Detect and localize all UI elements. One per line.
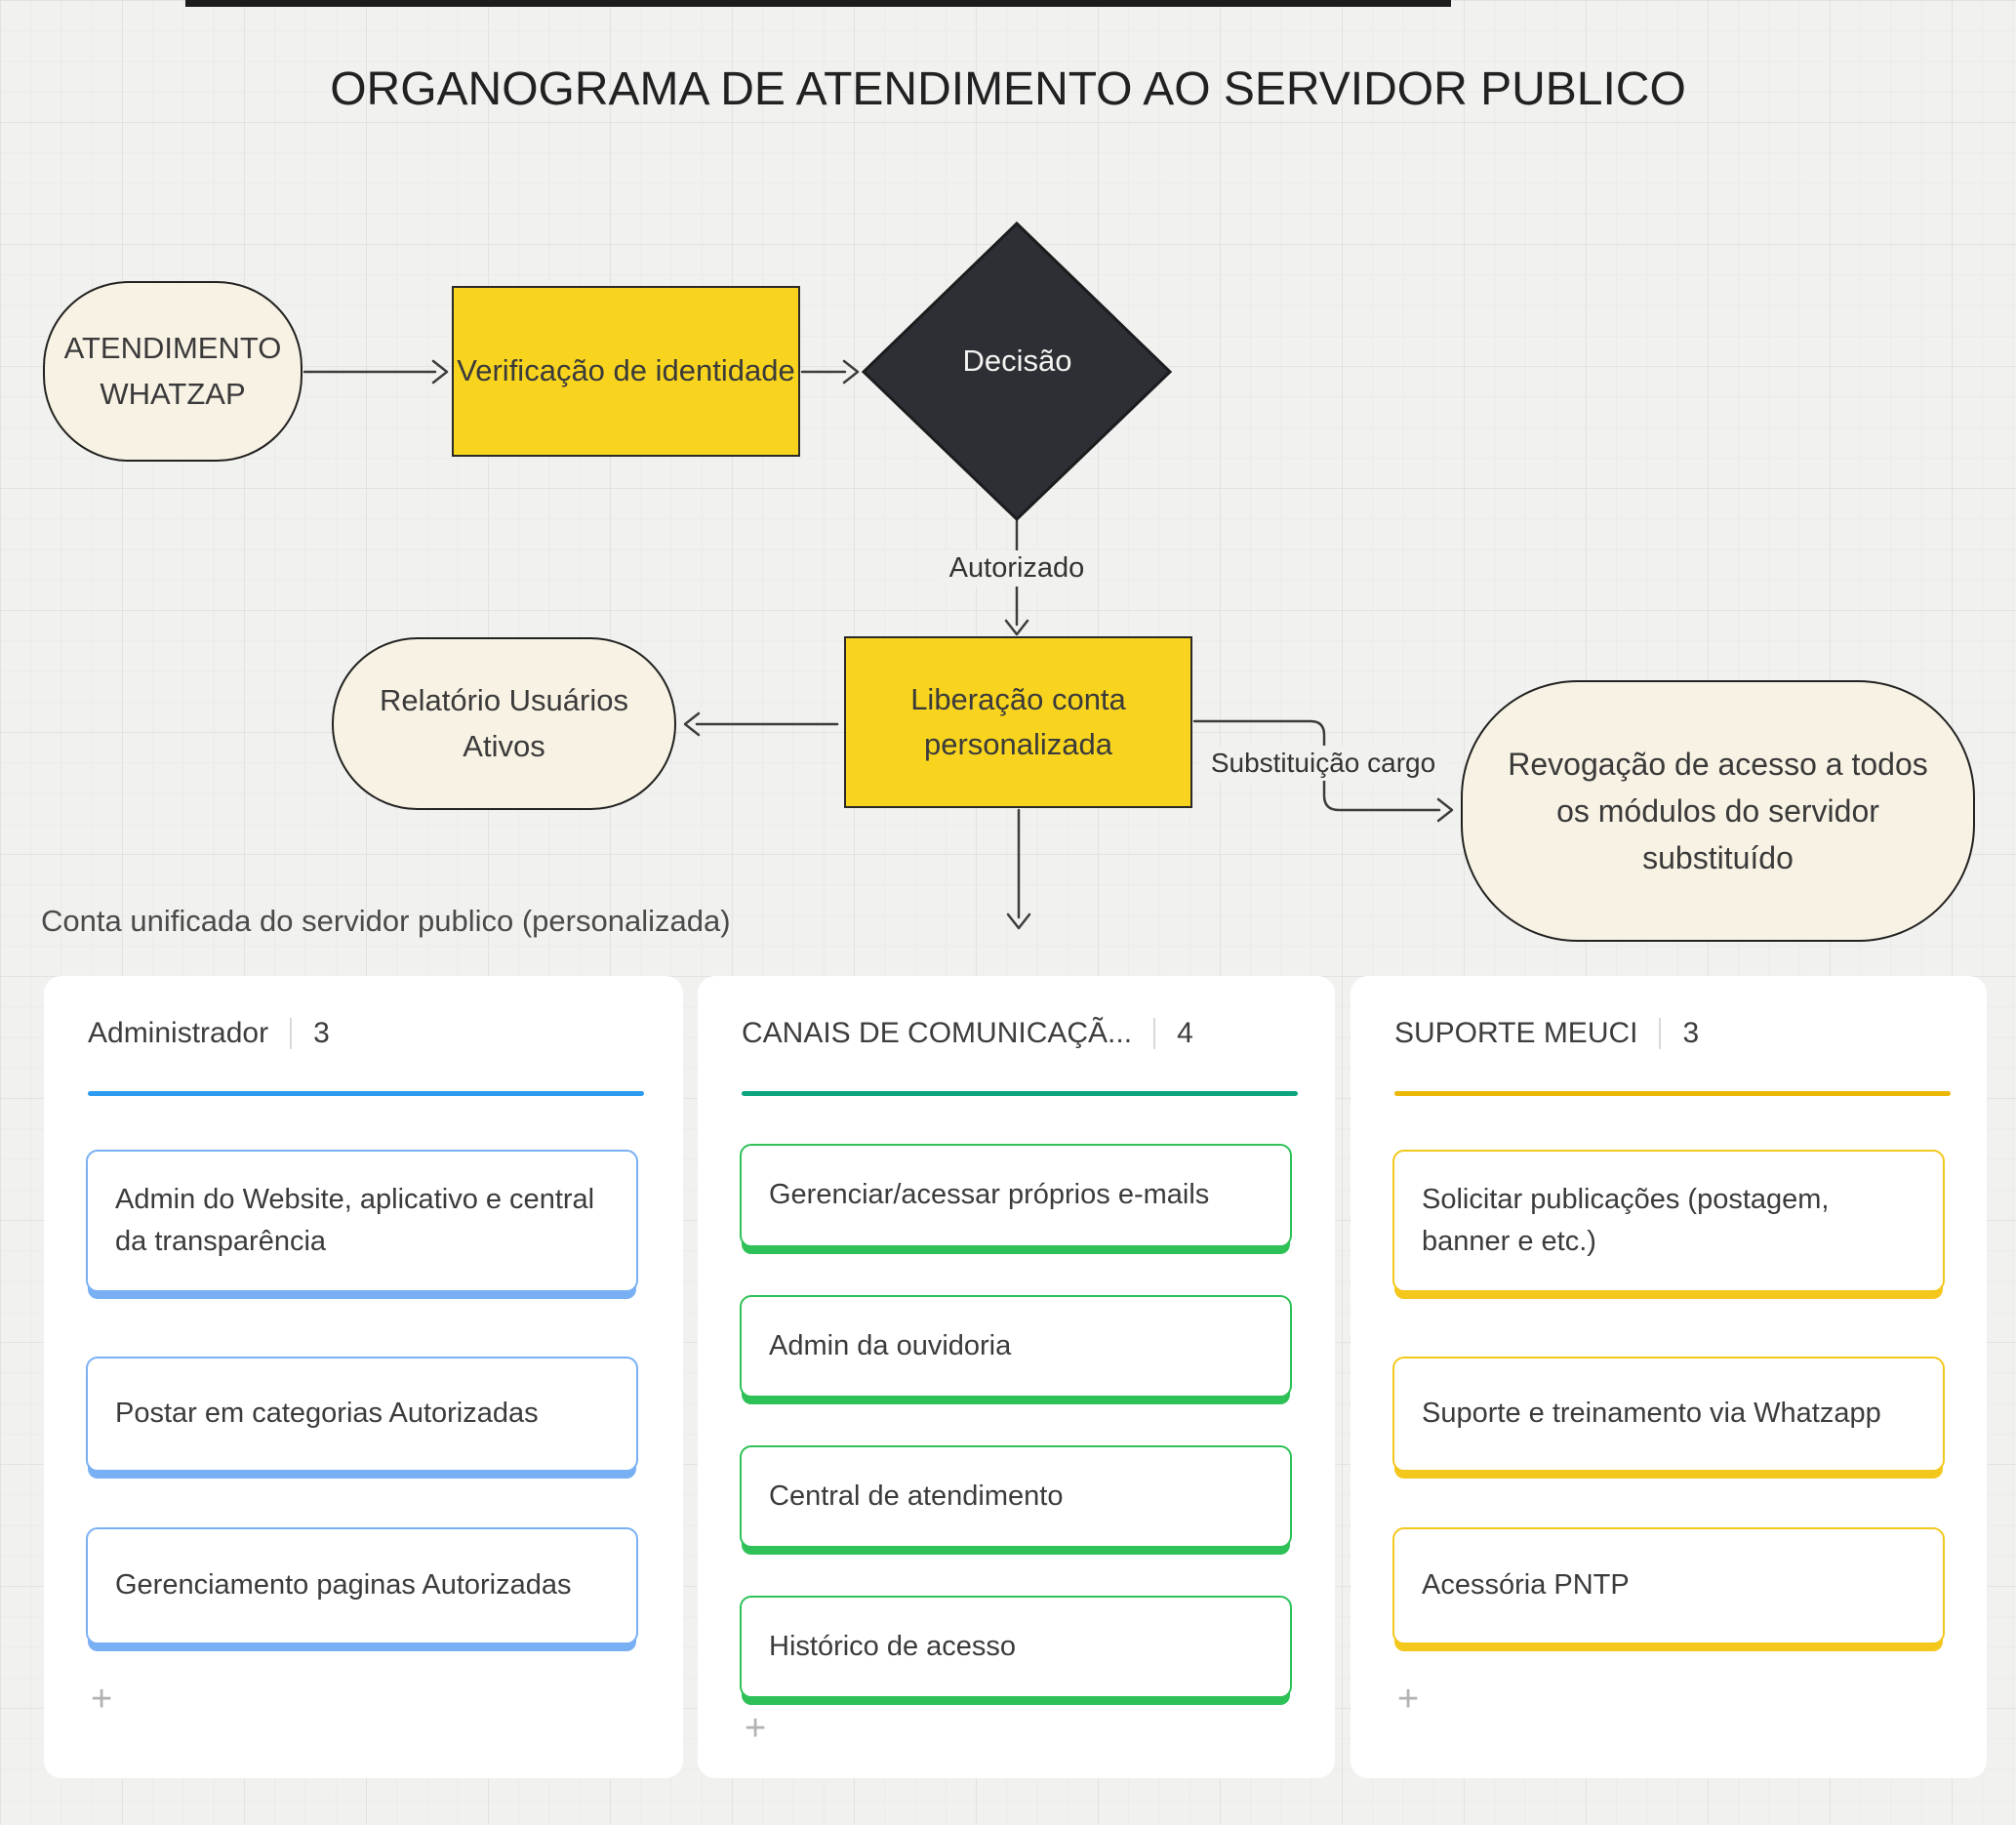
edge-label-substituicao-cargo: Substituição cargo (1200, 746, 1446, 781)
node-revogacao-acesso[interactable]: Revogação de acesso a todos os módulos d… (1461, 680, 1975, 942)
add-card-button[interactable]: + (745, 1708, 767, 1749)
kanban-card[interactable]: Solicitar publicações (postagem, banner … (1392, 1150, 1945, 1292)
arrowhead-right-icon (1436, 797, 1454, 823)
card-label: Gerenciamento paginas Autorizadas (115, 1569, 572, 1602)
column-header: SUPORTE MEUCI 3 (1394, 1017, 1699, 1050)
kanban-card[interactable]: Gerenciar/acessar próprios e-mails (740, 1144, 1292, 1247)
header-divider (1659, 1018, 1662, 1049)
canvas-note: Conta unificada do servidor publico (per… (41, 904, 731, 938)
column-title: CANAIS DE COMUNICAÇÃ... (742, 1017, 1133, 1049)
column-count-badge: 3 (313, 1017, 330, 1049)
kanban-card[interactable]: Postar em categorias Autorizadas (86, 1357, 638, 1472)
column-header: CANAIS DE COMUNICAÇÃ... 4 (742, 1017, 1193, 1050)
card-label: Admin da ouvidoria (769, 1329, 1012, 1361)
card-label: Gerenciar/acessar próprios e-mails (769, 1179, 1210, 1211)
column-title: SUPORTE MEUCI (1394, 1017, 1638, 1049)
kanban-card[interactable]: Suporte e treinamento via Whatzapp (1392, 1357, 1945, 1472)
node-label: ATENDIMENTO WHATZAP (63, 331, 282, 411)
node-liberacao-conta[interactable]: Liberação conta personalizada (844, 636, 1192, 808)
decision-diamond-shape[interactable] (861, 221, 1173, 522)
column-accent-underline (742, 1091, 1298, 1096)
column-count-badge: 4 (1177, 1017, 1193, 1049)
card-label: Admin do Website, aplicativo e central d… (115, 1183, 595, 1258)
card-label: Solicitar publicações (postagem, banner … (1422, 1183, 1830, 1258)
column-header: Administrador 3 (88, 1017, 330, 1050)
column-title: Administrador (88, 1017, 269, 1049)
arrowhead-right-icon (431, 359, 449, 385)
card-label: Suporte e treinamento via Whatzapp (1422, 1398, 1881, 1430)
arrowhead-down-icon (1006, 912, 1031, 930)
card-label: Histórico de acesso (769, 1630, 1017, 1662)
card-label: Postar em categorias Autorizadas (115, 1398, 539, 1430)
kanban-card[interactable]: Central de atendimento (740, 1445, 1292, 1548)
header-divider (1153, 1018, 1156, 1049)
kanban-card[interactable]: Acessória PNTP (1392, 1527, 1945, 1644)
card-label: Central de atendimento (769, 1480, 1064, 1512)
node-label: Relatório Usuários Ativos (380, 683, 628, 763)
arrowhead-right-icon (842, 359, 860, 385)
card-label: Acessória PNTP (1422, 1569, 1630, 1602)
decision-label: Decisão (962, 344, 1072, 378)
node-relatorio-usuarios[interactable]: Relatório Usuários Ativos (332, 637, 676, 810)
add-card-button[interactable]: + (1397, 1679, 1420, 1720)
column-count-badge: 3 (1682, 1017, 1700, 1049)
window-top-edge (185, 0, 1451, 7)
edge-label-autorizado: Autorizado (939, 550, 1095, 587)
kanban-column-suporte-meuci[interactable]: SUPORTE MEUCI 3 Solicitar publicações (p… (1351, 976, 1987, 1778)
page-title: ORGANOGRAMA DE ATENDIMENTO AO SERVIDOR P… (330, 63, 1686, 115)
kanban-card[interactable]: Gerenciamento paginas Autorizadas (86, 1527, 638, 1644)
node-atendimento-whatzap[interactable]: ATENDIMENTO WHATZAP (43, 281, 302, 462)
arrowhead-down-icon (1004, 619, 1029, 636)
node-label: Liberação conta personalizada (910, 681, 1126, 762)
kanban-card[interactable]: Admin do Website, aplicativo e central d… (86, 1150, 638, 1292)
kanban-card[interactable]: Histórico de acesso (740, 1596, 1292, 1698)
node-label: Revogação de acesso a todos os módulos d… (1508, 747, 1928, 875)
node-label: Verificação de identidade (457, 353, 795, 388)
column-accent-underline (1394, 1091, 1951, 1096)
header-divider (290, 1018, 293, 1049)
column-accent-underline (88, 1091, 644, 1096)
kanban-column-administrador[interactable]: Administrador 3 Admin do Website, aplica… (44, 976, 683, 1778)
kanban-card[interactable]: Admin da ouvidoria (740, 1295, 1292, 1398)
add-card-button[interactable]: + (91, 1679, 113, 1720)
arrowhead-left-icon (683, 711, 701, 737)
node-verificacao-identidade[interactable]: Verificação de identidade (452, 286, 800, 457)
kanban-column-canais-comunicacao[interactable]: CANAIS DE COMUNICAÇÃ... 4 Gerenciar/aces… (698, 976, 1335, 1778)
